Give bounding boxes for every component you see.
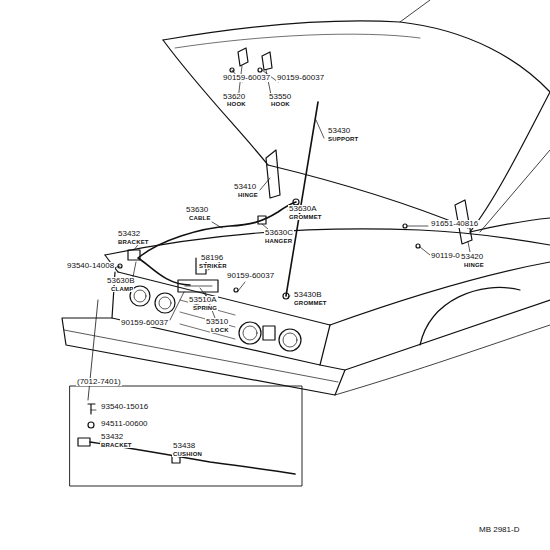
part-name: BRACKET (100, 442, 133, 448)
part-number: 93540-15016 (100, 403, 149, 411)
part-number: 53620 (222, 93, 246, 101)
part-number: 53510A (188, 296, 218, 304)
part-number: 53432 (117, 230, 141, 238)
part-number: 94511-00600 (100, 420, 149, 428)
part-name: GROMMET (293, 300, 328, 306)
part-number: 93540-14008 (66, 262, 115, 270)
part-number: 90159-60037 (226, 272, 275, 280)
part-name: CUSHION (172, 451, 203, 457)
part-number: 90159-60037 (120, 319, 169, 327)
part-number: 91651-40816 (430, 220, 479, 228)
part-number: 53430B (293, 291, 323, 299)
part-number: 53630C (264, 229, 294, 237)
part-name: CABLE (188, 215, 212, 221)
part-number: 53630 (185, 206, 209, 214)
part-number: 53430 (327, 127, 351, 135)
part-number: MB 2981-D (478, 526, 520, 534)
part-name: STRIKER (198, 263, 228, 269)
part-number: 53432 (100, 433, 124, 441)
part-number: 53420 (460, 253, 484, 261)
part-name: BRACKET (117, 239, 150, 245)
part-name: CLAMP (110, 286, 134, 292)
part-name: HINGE (463, 262, 485, 268)
part-number: 53630A (288, 205, 318, 213)
part-number: 53510 (205, 318, 229, 326)
part-name: GROMMET (288, 214, 323, 220)
part-name: LOCK (210, 327, 230, 333)
part-name: SUPPORT (327, 136, 359, 142)
part-name: HOOK (270, 101, 291, 107)
part-name: HOOK (226, 101, 247, 107)
part-name: HANGER (264, 238, 293, 244)
part-number: 53410 (233, 183, 257, 191)
part-number: (7012-7401) (76, 378, 122, 386)
part-number: 90159-60037 (276, 74, 325, 82)
part-name: HINGE (237, 192, 259, 198)
part-number: 53630B (106, 277, 136, 285)
part-number: 90159-60037 (222, 74, 271, 82)
part-number: 58196 (200, 254, 224, 262)
part-number: 53438 (172, 442, 196, 450)
part-name: SPRING (192, 305, 218, 311)
part-number: 53550 (268, 93, 292, 101)
